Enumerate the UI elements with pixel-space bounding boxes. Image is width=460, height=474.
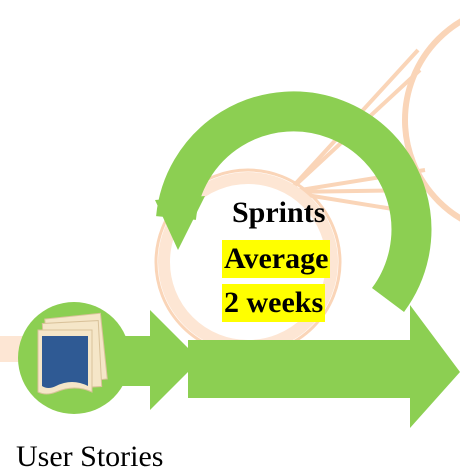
forward-arrow-icon (188, 305, 460, 428)
cycle-arrow-icon (155, 91, 432, 312)
sprint-average-label: Average (222, 240, 331, 278)
backlog-label: User Stories (16, 440, 164, 473)
zoom-circle (402, 18, 460, 222)
sprint-duration-label: 2 weeks (222, 284, 326, 322)
agile-diagram (0, 18, 460, 428)
document-stack-icon (37, 312, 108, 395)
backlog-arrow-icon (110, 310, 200, 410)
sprint-title: Sprints (232, 196, 326, 229)
